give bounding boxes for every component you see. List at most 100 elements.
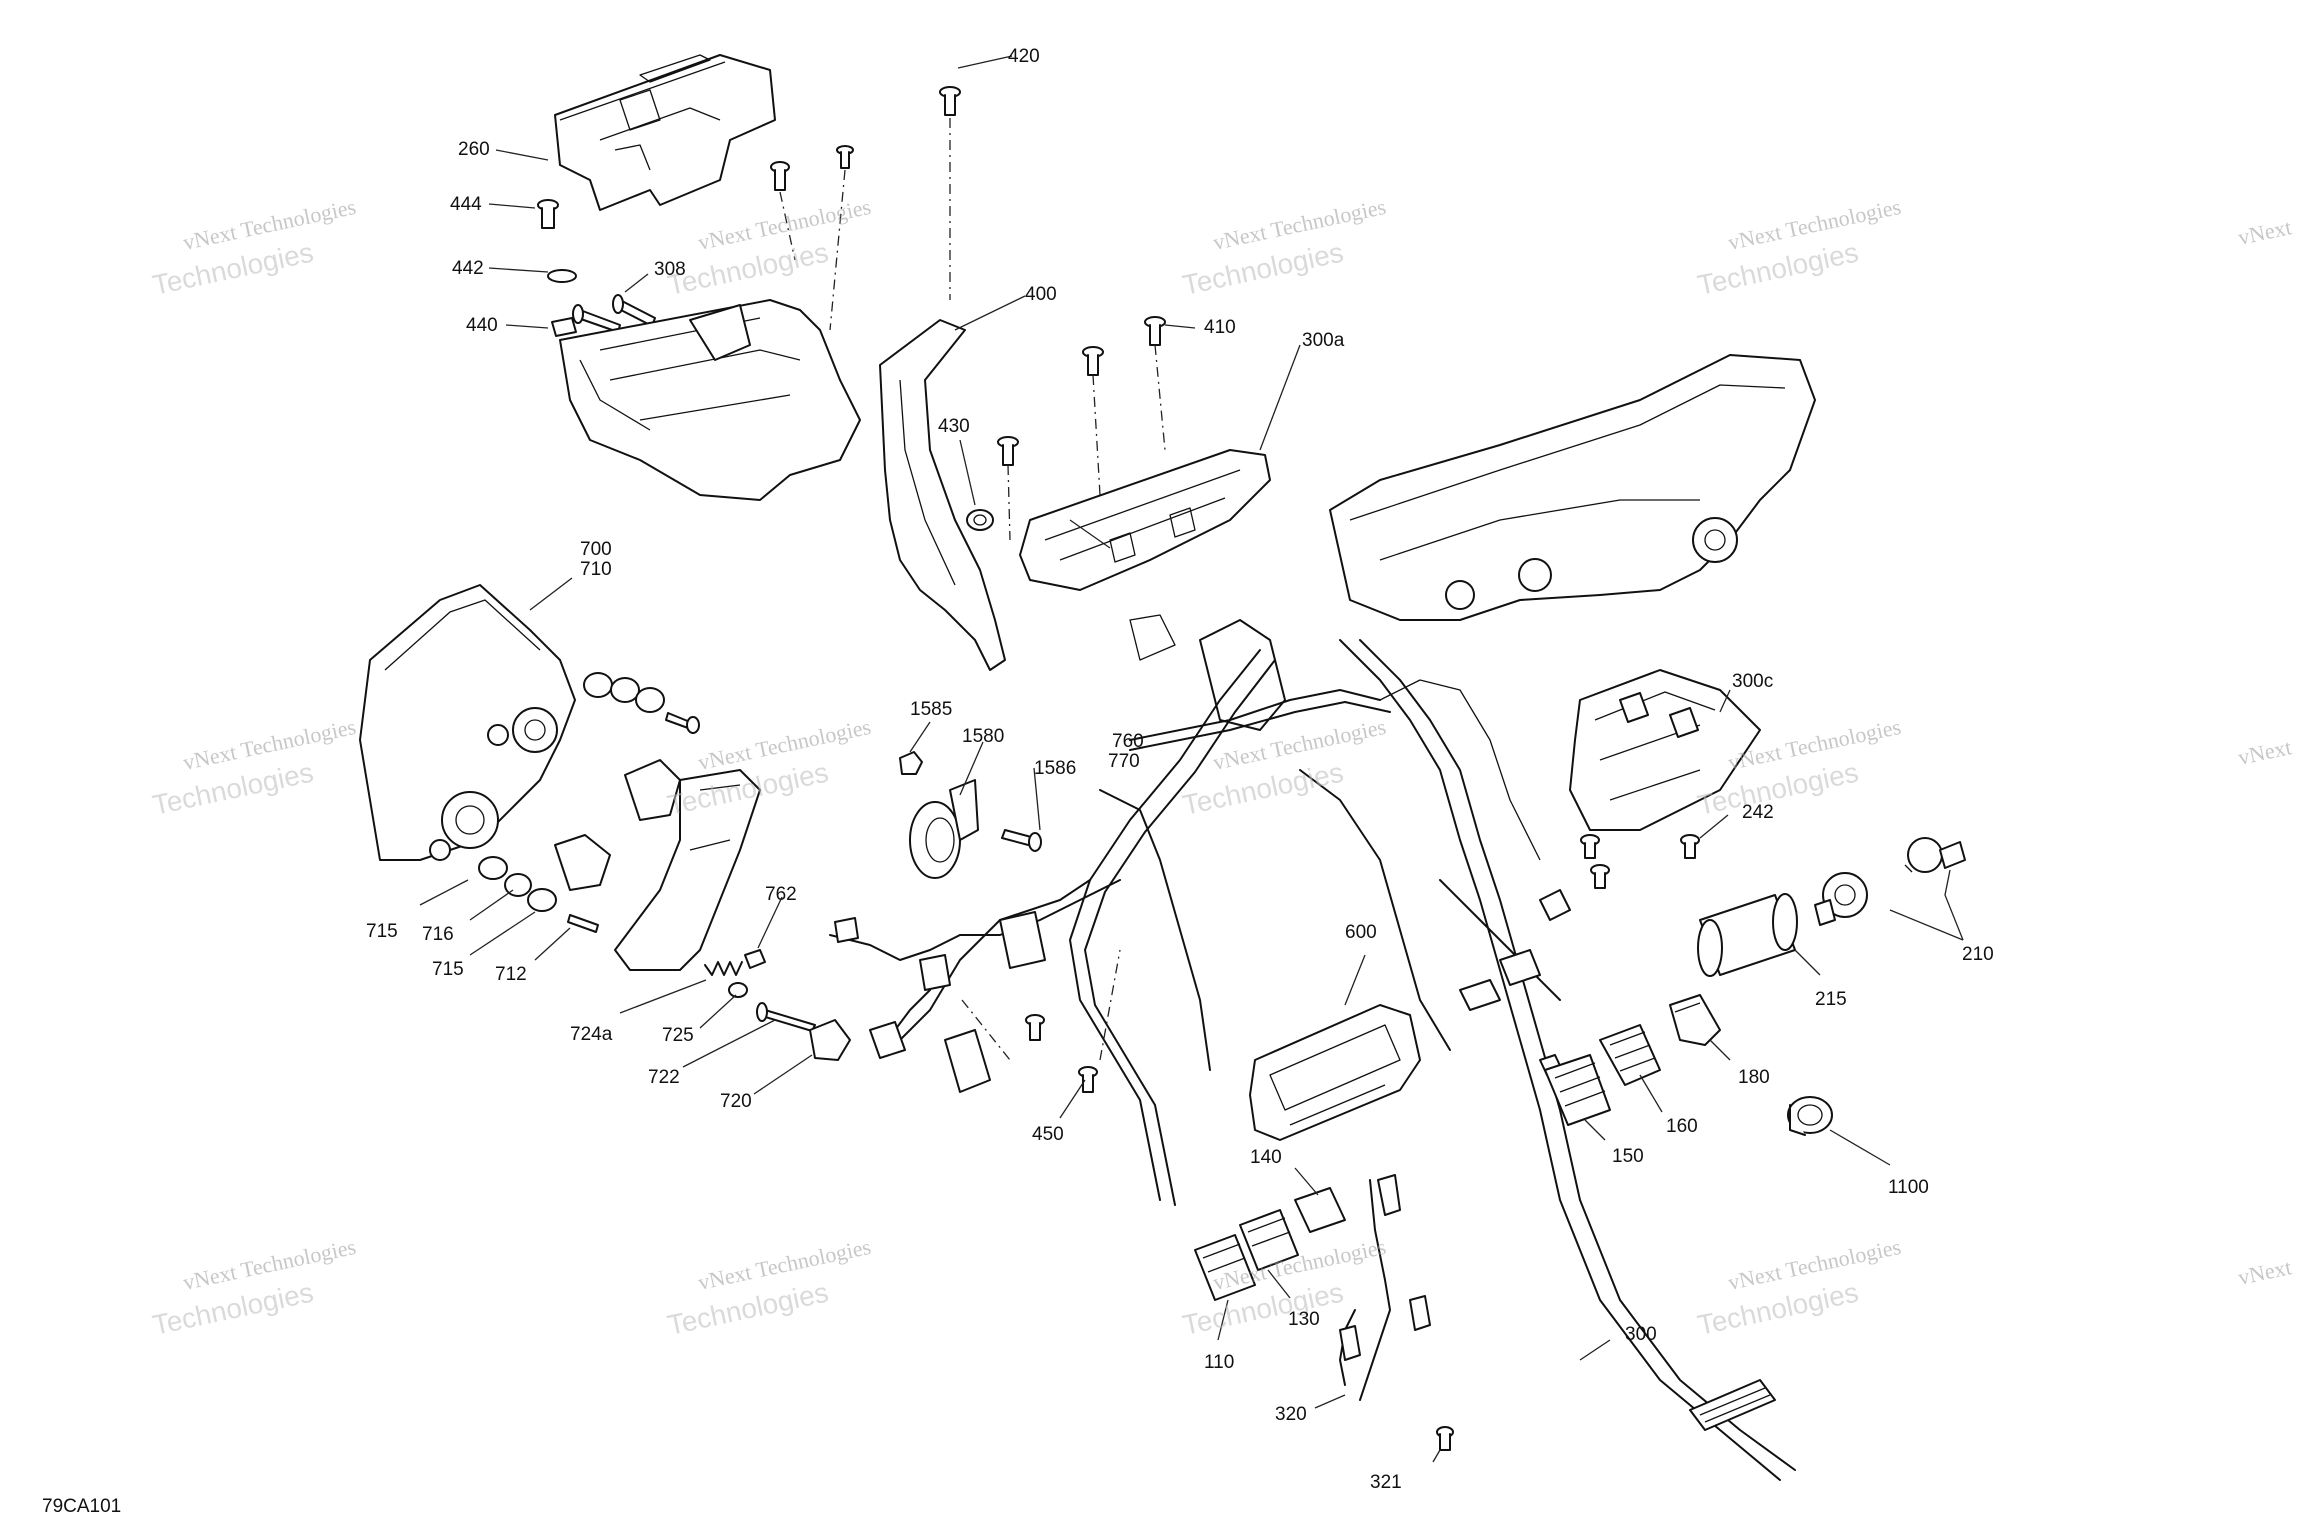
part-label-260: 260 xyxy=(458,139,490,160)
part-300c-relay-box xyxy=(1569,669,1761,831)
part-762-lamp-bracket xyxy=(614,769,766,971)
part-label-444: 444 xyxy=(450,194,482,215)
handlebar-frame xyxy=(1329,354,1816,621)
harness-300 xyxy=(899,614,1796,1481)
part-442-washer xyxy=(547,269,577,283)
part-label-400: 400 xyxy=(1025,284,1057,305)
part-110-switch xyxy=(1194,1234,1256,1301)
part-label-762: 762 xyxy=(765,884,797,905)
part-140-cap xyxy=(1294,1187,1346,1233)
part-321-screw xyxy=(1436,1426,1454,1451)
diagram-reference-code: 79CA101 xyxy=(42,1496,121,1517)
leader-lines xyxy=(419,55,1964,1463)
watermark-corner: vNext xyxy=(2236,1254,2294,1290)
part-label-716: 716 xyxy=(422,924,454,945)
part-label-150: 150 xyxy=(1612,1146,1644,1167)
part-300a-bracket xyxy=(1019,449,1271,591)
watermark-line: Technologies xyxy=(665,237,831,301)
part-724a-spring xyxy=(704,961,743,976)
part-label-215: 215 xyxy=(1815,989,1847,1010)
part-label-160: 160 xyxy=(1666,1116,1698,1137)
part-label-210: 210 xyxy=(1962,944,1994,965)
washer-stack xyxy=(583,672,700,734)
assembly-dashed-lines xyxy=(779,118,1166,1061)
part-150-switch xyxy=(1544,1054,1611,1126)
part-label-300: 300 xyxy=(1625,1324,1657,1345)
part-410-screws xyxy=(997,316,1166,466)
part-760-bulb xyxy=(554,759,681,891)
watermark-corner: vNext xyxy=(2236,214,2294,250)
watermark-line: Technologies xyxy=(1180,237,1346,301)
part-labels: 420 260 444 442 308 440 400 410 300a 430… xyxy=(366,46,1994,1493)
part-label-440: 440 xyxy=(466,315,498,336)
part-1586-bolt xyxy=(1001,829,1042,852)
part-320-harness xyxy=(1339,1174,1431,1401)
part-label-700: 700 xyxy=(580,539,612,560)
watermark-line: Technologies xyxy=(1180,1277,1346,1341)
part-130-switch xyxy=(1239,1209,1299,1271)
part-180-socket xyxy=(1669,994,1721,1046)
part-label-1100: 1100 xyxy=(1888,1177,1929,1198)
watermark-line: Technologies xyxy=(1695,1277,1861,1341)
part-label-1580: 1580 xyxy=(962,726,1004,747)
part-label-300a: 300a xyxy=(1302,330,1345,351)
part-label-715: 715 xyxy=(432,959,464,980)
part-210-ignition xyxy=(1814,837,1966,926)
part-label-420: 420 xyxy=(1008,46,1040,67)
watermark-line: Technologies xyxy=(1180,757,1346,821)
part-1100-outlet xyxy=(1787,1096,1833,1136)
part-label-450: 450 xyxy=(1032,1124,1064,1145)
part-label-600: 600 xyxy=(1345,922,1377,943)
watermark-line: Technologies xyxy=(665,1277,831,1341)
part-444-screw xyxy=(537,199,559,229)
part-label-320: 320 xyxy=(1275,1404,1307,1425)
watermark-line: Technologies xyxy=(150,757,316,821)
part-160-switch xyxy=(1599,1024,1661,1086)
part-label-712: 712 xyxy=(495,964,527,985)
part-label-710: 710 xyxy=(580,559,612,580)
part-725-washer xyxy=(728,982,748,998)
part-label-242: 242 xyxy=(1742,802,1774,823)
part-label-1585: 1585 xyxy=(910,699,952,720)
part-label-770: 770 xyxy=(1108,751,1140,772)
part-label-1586: 1586 xyxy=(1034,758,1076,779)
watermark-corner: vNext xyxy=(2236,734,2294,770)
part-420-screw xyxy=(770,86,961,191)
part-label-110: 110 xyxy=(1204,1352,1234,1373)
part-700-headlight-housing xyxy=(359,584,576,861)
part-label-760: 760 xyxy=(1112,731,1144,752)
part-label-300c: 300c xyxy=(1732,671,1773,692)
part-label-725: 725 xyxy=(662,1025,694,1046)
tray-bracket xyxy=(559,299,861,501)
part-label-130: 130 xyxy=(1288,1309,1320,1330)
part-label-180: 180 xyxy=(1738,1067,1770,1088)
part-715-716-washers xyxy=(478,856,599,933)
part-label-715: 715 xyxy=(366,921,398,942)
part-label-308: 308 xyxy=(654,259,686,280)
part-720-knob xyxy=(809,1019,851,1061)
watermark-line: Technologies xyxy=(150,1277,316,1341)
part-215-cap xyxy=(1697,893,1798,977)
part-260-cover xyxy=(554,54,776,211)
watermark-line: Technologies xyxy=(1695,237,1861,301)
part-1580-horn xyxy=(909,779,979,879)
part-label-140: 140 xyxy=(1250,1147,1282,1168)
part-600-display xyxy=(1249,1004,1421,1141)
part-label-410: 410 xyxy=(1204,317,1236,338)
part-450-screws xyxy=(1025,1014,1098,1093)
part-label-442: 442 xyxy=(452,258,484,279)
part-400-bracket xyxy=(879,319,1006,671)
part-440-clip xyxy=(551,317,577,337)
part-label-720: 720 xyxy=(720,1091,752,1112)
part-430-grommet xyxy=(966,509,994,531)
part-label-724a: 724a xyxy=(570,1024,613,1045)
part-label-430: 430 xyxy=(938,416,970,437)
left-harness-branch xyxy=(829,879,1121,1093)
part-label-722: 722 xyxy=(648,1067,680,1088)
watermark-line: Technologies xyxy=(150,237,316,301)
part-label-321: 321 xyxy=(1370,1472,1402,1493)
part-722-bolt xyxy=(756,1002,816,1032)
part-242-screws xyxy=(1580,834,1700,889)
part-1585-nut xyxy=(899,751,923,775)
